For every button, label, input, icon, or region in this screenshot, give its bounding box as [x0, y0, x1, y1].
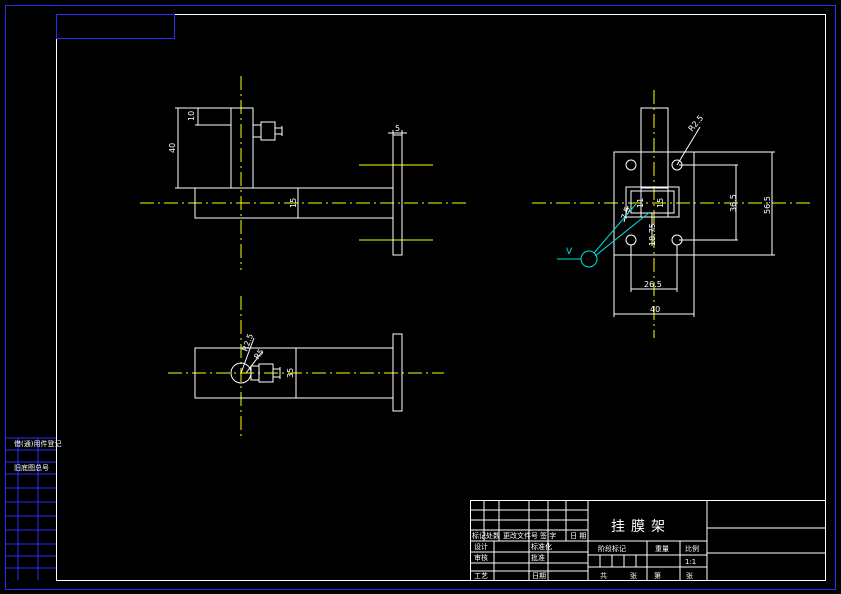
dim-right-slot-w: 11 [636, 198, 645, 208]
header-mark: 标记 [472, 531, 486, 540]
dim-right-slot-h: 15 [656, 198, 665, 208]
outer-frame [5, 5, 836, 590]
label-scale: 比例 [685, 544, 699, 553]
dim-plan-r1: R2.5 [240, 332, 255, 352]
side-view: R2.5 26.5 40 36.5 56.5 11 15 18.75 7.5 V [532, 90, 810, 338]
inner-frame [56, 14, 826, 581]
plan-view: R2.5 R5 35 [168, 296, 444, 440]
label-design: 设计 [474, 542, 488, 551]
dim-front-height: 40 [168, 143, 177, 153]
dim-front-top: 10 [187, 111, 196, 121]
header-date: 日 期 [570, 532, 586, 540]
label-approve: 批准 [531, 553, 545, 562]
label-date: 日期 [532, 572, 546, 580]
label-total: 共 [600, 571, 607, 580]
title-block: 挂膜架 标记 处数 更改文件号 签 字 日 期 设计 标准化 审核 工艺 批准 … [470, 500, 826, 581]
label-sheet-no: 第 [654, 571, 661, 580]
header-count: 处数 [486, 531, 500, 540]
scale-value: 1:1 [685, 558, 696, 566]
label-review: 审核 [474, 553, 488, 562]
dim-right-y-span: 36.5 [729, 194, 738, 212]
dim-right-radius: R2.5 [687, 113, 706, 133]
left-margin-strip: 借(通)用件登记 旧底图总号 [5, 437, 61, 580]
callout-v: V [566, 247, 573, 257]
header-sign: 签 字 [540, 531, 556, 540]
label-sheet-word: 张 [686, 571, 693, 580]
label-sheet: 张 [630, 571, 637, 580]
front-view: 10 40 5 15 [140, 76, 470, 270]
dim-right-small: 7.5 [619, 206, 632, 221]
label-process: 工艺 [474, 572, 488, 580]
label-weight: 重量 [655, 545, 669, 553]
drawing-title: 挂膜架 [611, 519, 671, 535]
dim-right-total-x: 40 [650, 305, 660, 314]
dim-right-total-y: 56.5 [763, 196, 772, 214]
dim-flange-width: 5 [395, 124, 400, 133]
dim-right-offset: 18.75 [648, 223, 657, 246]
dim-plan-height: 35 [286, 368, 295, 378]
dim-plan-r2: R5 [252, 347, 265, 361]
strip-label-1: 借(通)用件登记 [14, 439, 61, 448]
dim-arm-height: 15 [289, 198, 298, 208]
dim-right-x-span: 26.5 [644, 280, 662, 289]
drawing-code-box [56, 14, 175, 39]
label-standardization: 标准化 [531, 542, 552, 551]
strip-label-2: 旧底图总号 [14, 463, 49, 472]
header-doc-no: 更改文件号 [503, 531, 538, 540]
label-stage: 阶段标记 [598, 544, 626, 553]
